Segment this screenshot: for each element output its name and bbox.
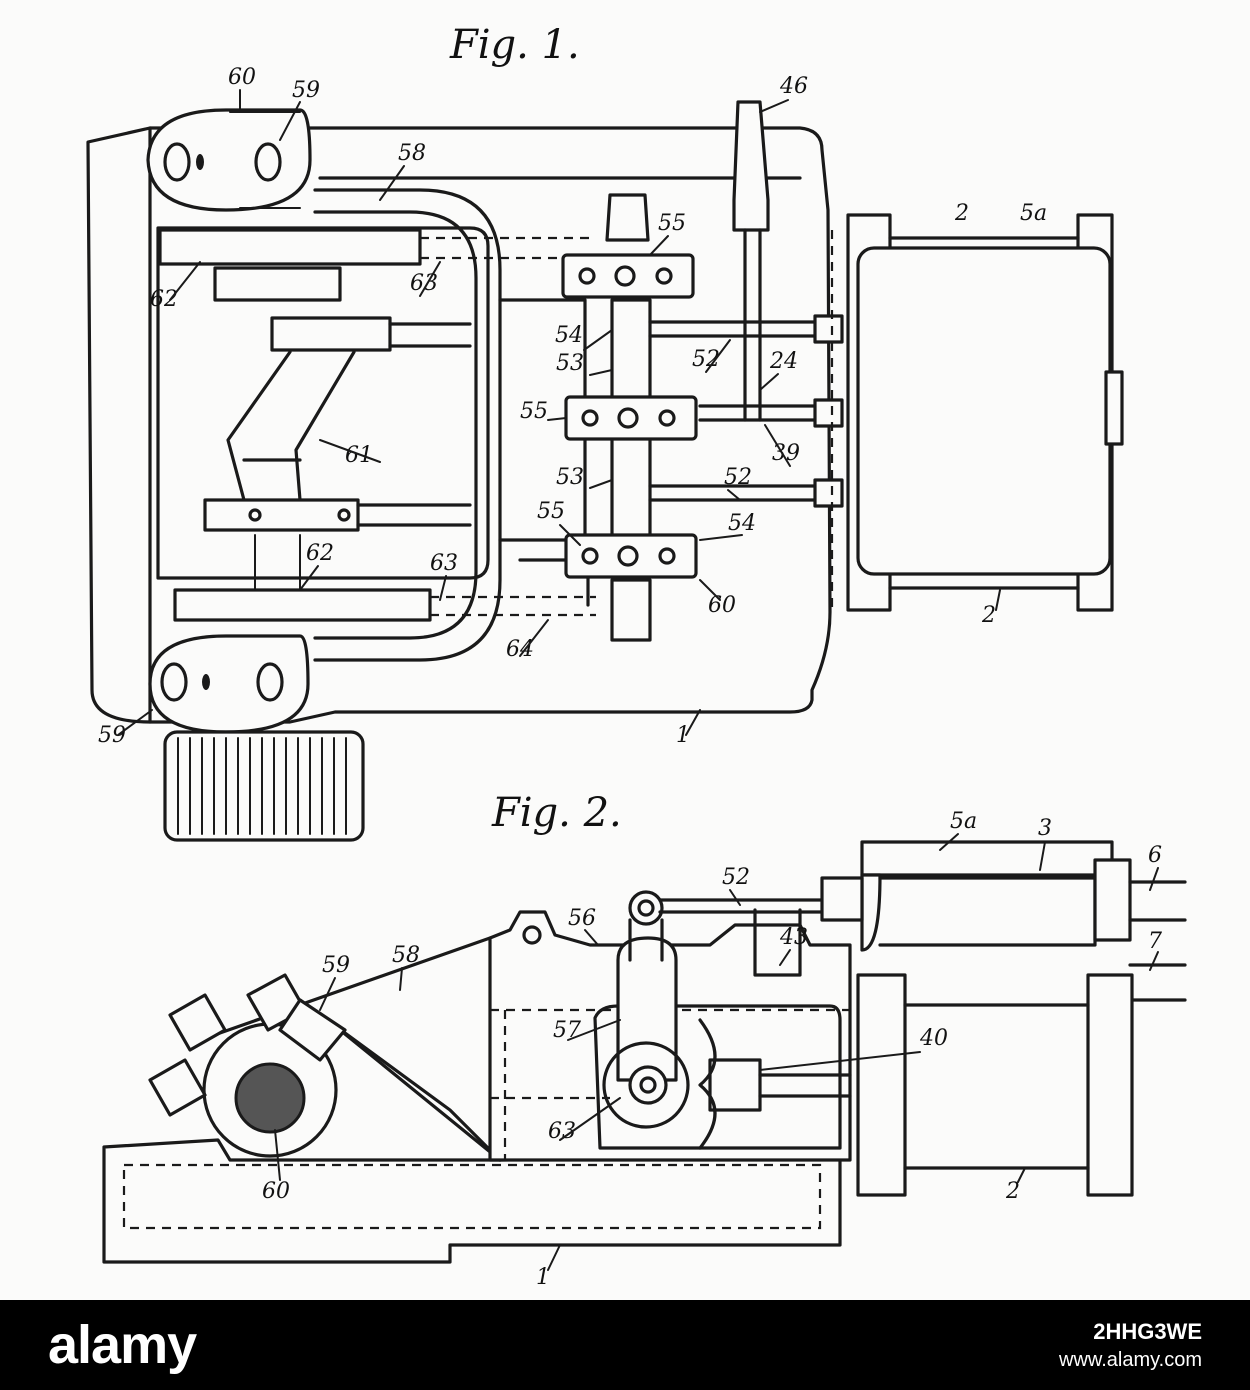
label-53b: 53 <box>556 465 584 490</box>
figure-2-labels: 5a 3 6 52 56 43 7 59 58 57 40 63 60 2 1 <box>262 809 1162 1290</box>
label-46: 46 <box>779 74 808 99</box>
label-1-fig2: 1 <box>536 1265 550 1290</box>
label-53: 53 <box>556 351 584 376</box>
label-7: 7 <box>1148 929 1162 954</box>
site-url: www.alamy.com <box>1059 1348 1202 1371</box>
bearing-top <box>146 108 312 212</box>
cylinder-cover <box>856 246 1112 576</box>
label-2-fig2: 2 <box>1005 1179 1020 1204</box>
label-64: 64 <box>506 637 534 662</box>
bearing-block-top <box>561 253 695 299</box>
patent-drawing: Fig. 1. <box>86 22 1187 1290</box>
label-54b: 54 <box>728 511 756 536</box>
label-63: 63 <box>410 271 438 296</box>
eccentric-bearing <box>148 973 347 1158</box>
label-52-fig2: 52 <box>722 865 750 890</box>
label-55: 55 <box>658 211 686 236</box>
label-60: 60 <box>228 65 256 90</box>
label-60b: 60 <box>708 593 736 618</box>
label-2b: 2 <box>981 603 996 628</box>
label-24: 24 <box>769 349 798 374</box>
label-1: 1 <box>676 723 690 748</box>
watermark-info: 2HHG3WE www.alamy.com <box>1059 1319 1202 1372</box>
label-5a-fig2: 5a <box>950 809 977 834</box>
label-58: 58 <box>398 141 426 166</box>
label-59b: 59 <box>98 723 126 748</box>
figure-1-title: Fig. 1. <box>449 22 580 68</box>
bearing-block-bottom <box>564 533 698 579</box>
inner-frame <box>156 226 490 580</box>
label-3: 3 <box>1038 816 1052 841</box>
label-59: 59 <box>292 78 320 103</box>
label-52b: 52 <box>724 465 752 490</box>
label-54: 54 <box>555 323 583 348</box>
label-2: 2 <box>954 201 969 226</box>
label-63b: 63 <box>430 551 458 576</box>
gear-pulley <box>163 730 365 842</box>
label-59-fig2: 59 <box>322 953 350 978</box>
label-5a: 5a <box>1020 201 1047 226</box>
cylinder <box>846 213 1124 612</box>
watermark-banner: alamy 2HHG3WE www.alamy.com <box>0 1300 1250 1390</box>
cylinder-side <box>820 840 1187 1197</box>
bearing-block-middle <box>564 395 698 441</box>
figure-1: Fig. 1. <box>86 22 1124 842</box>
label-61: 61 <box>345 443 373 468</box>
label-58-fig2: 58 <box>392 943 420 968</box>
image-id: 2HHG3WE <box>1093 1318 1202 1344</box>
bearing-bottom <box>148 634 310 734</box>
figure-2: Fig. 2. <box>102 790 1187 1264</box>
label-56: 56 <box>568 906 596 931</box>
base-plate <box>86 126 832 724</box>
patent-drawing-svg: Fig. 1. <box>86 22 1187 1290</box>
leader-lines <box>117 89 1159 1271</box>
label-40: 40 <box>919 1026 948 1051</box>
connecting-rod <box>616 936 678 1082</box>
base-side <box>102 1138 842 1264</box>
label-43: 43 <box>779 925 808 950</box>
figure-1-labels: 60 59 58 46 55 5a 2 62 63 54 53 52 24 55… <box>98 65 1047 748</box>
figure-2-title: Fig. 2. <box>491 790 622 836</box>
label-60-fig2: 60 <box>262 1179 290 1204</box>
label-62b: 62 <box>306 541 334 566</box>
label-62: 62 <box>150 287 178 312</box>
curved-arm <box>313 188 502 662</box>
label-55c: 55 <box>537 499 565 524</box>
label-55b: 55 <box>520 399 548 424</box>
watermark-logo: alamy <box>48 1315 197 1375</box>
label-57: 57 <box>553 1018 581 1043</box>
label-6: 6 <box>1148 843 1162 868</box>
valve-shaft <box>732 100 770 232</box>
crank-arm <box>226 350 356 502</box>
